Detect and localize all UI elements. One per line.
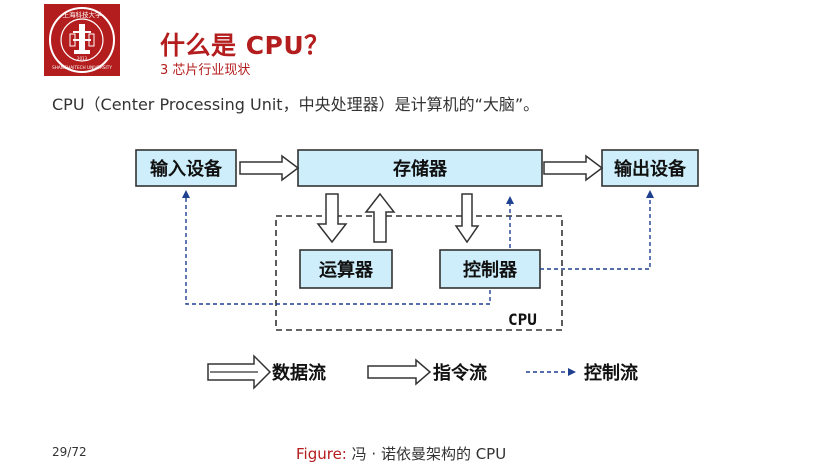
memory-label: 存储器 — [393, 158, 448, 180]
memory-box: 存储器 — [297, 149, 543, 187]
legend: 数据流 指令流 控制流 — [207, 354, 638, 390]
university-logo: 上海科技大学 SHANGHAITECH UNIVERSITY 2013 — [44, 4, 120, 76]
logo-ring-text-bottom: SHANGHAITECH UNIVERSITY — [52, 65, 112, 70]
legend-instruction-flow-icon — [367, 358, 432, 386]
input-device-label: 输入设备 — [150, 158, 223, 180]
intro-text: CPU（Center Processing Unit，中央处理器）是计算机的“大… — [52, 95, 540, 114]
data-arrow-memory-to-output — [543, 154, 604, 182]
von-neumann-diagram: CPU 输入设备 存储器 输出设备 运算器 控制器 数据流 指令流 控制流 — [135, 149, 699, 390]
figure-caption-text: 冯 · 诺依曼架构的 CPU — [351, 445, 507, 463]
legend-control-flow: 控制流 — [584, 362, 638, 384]
data-arrow-alu-to-memory — [364, 192, 396, 243]
cpu-label: CPU — [508, 310, 537, 329]
logo-year: 2013 — [77, 56, 88, 61]
controller-label: 控制器 — [463, 259, 518, 281]
page-number: 29/72 — [52, 445, 87, 459]
control-line-controller-to-output — [540, 190, 654, 270]
slide-subtitle: 3 芯片行业现状 — [160, 63, 251, 78]
alu-box: 运算器 — [299, 249, 393, 289]
slide-title: 什么是 CPU？ — [160, 31, 330, 60]
output-device-label: 输出设备 — [614, 158, 687, 180]
legend-instruction-flow: 指令流 — [433, 362, 487, 384]
legend-data-flow: 数据流 — [272, 362, 326, 384]
figure-caption: Figure: 冯 · 诺依曼架构的 CPU — [296, 443, 506, 464]
alu-label: 运算器 — [319, 259, 374, 281]
instruction-arrow-memory-to-controller — [454, 193, 480, 244]
data-arrow-memory-to-alu — [316, 193, 348, 244]
cpu-boundary — [275, 215, 563, 331]
logo-ring-text-top: 上海科技大学 — [63, 10, 103, 19]
controller-box: 控制器 — [439, 249, 541, 289]
figure-caption-prefix: Figure: — [296, 445, 347, 463]
output-device-box: 输出设备 — [601, 149, 699, 187]
input-device-box: 输入设备 — [135, 149, 237, 187]
data-arrow-input-to-memory — [239, 154, 300, 182]
control-line-controller-to-input — [182, 190, 491, 305]
